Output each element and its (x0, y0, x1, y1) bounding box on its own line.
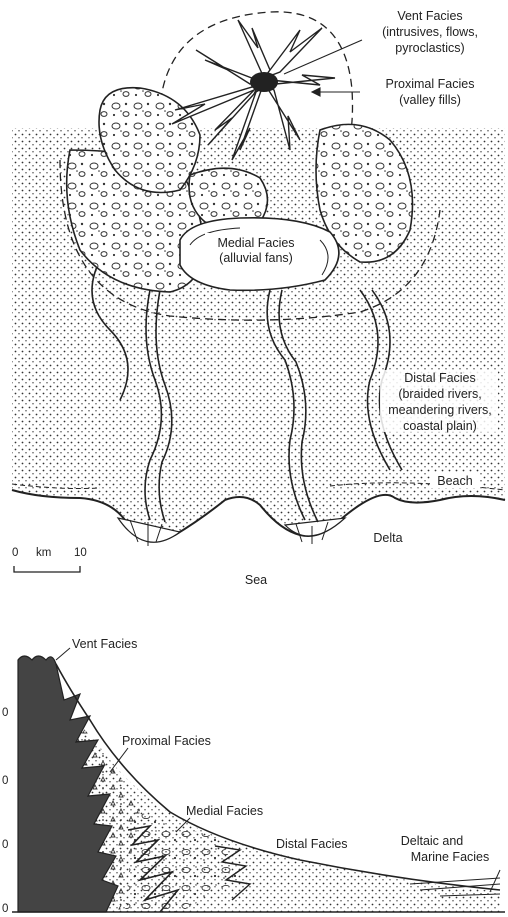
label-beach: Beach (437, 474, 472, 488)
section-label-vent: Vent Facies (72, 637, 137, 651)
label-proximal-sub: (valley fills) (399, 93, 461, 107)
vent-core (250, 72, 278, 92)
label-vent-sub-1: (intrusives, flows, (382, 25, 478, 39)
label-distal-sub-1: (braided rivers, (398, 387, 481, 401)
scale-start: 0 (12, 547, 18, 559)
section-label-deltaic-2: Marine Facies (411, 850, 490, 864)
scale-end: 10 (74, 547, 87, 559)
map-view: Vent Facies (intrusives, flows, pyroclas… (12, 9, 505, 587)
axis-tick-1: 0 (2, 707, 8, 719)
cross-section: 0 0 0 0 Vent Facies Proximal Facies Medi… (2, 637, 505, 915)
label-distal-facies: Distal Facies (404, 371, 476, 385)
section-label-proximal: Proximal Facies (122, 734, 211, 748)
section-label-deltaic-1: Deltaic and (401, 834, 464, 848)
label-vent-facies: Vent Facies (397, 9, 462, 23)
label-vent-sub-2: pyroclastics) (395, 41, 464, 55)
label-distal-sub-2: meandering rivers, (388, 403, 492, 417)
label-sea: Sea (245, 573, 267, 587)
label-delta: Delta (373, 531, 402, 545)
label-proximal-facies: Proximal Facies (386, 77, 475, 91)
scale-unit: km (36, 547, 51, 559)
section-label-medial: Medial Facies (186, 804, 263, 818)
axis-tick-3: 0 (2, 839, 8, 851)
label-distal-sub-3: coastal plain) (403, 419, 477, 433)
label-medial-facies: Medial Facies (217, 236, 294, 250)
axis-tick-4: 0 (2, 903, 8, 915)
section-axis: 0 0 0 0 (2, 707, 8, 915)
scale-bar: 0 km 10 (12, 547, 87, 572)
section-label-distal: Distal Facies (276, 837, 348, 851)
label-medial-sub: (alluvial fans) (219, 251, 293, 265)
axis-tick-2: 0 (2, 775, 8, 787)
